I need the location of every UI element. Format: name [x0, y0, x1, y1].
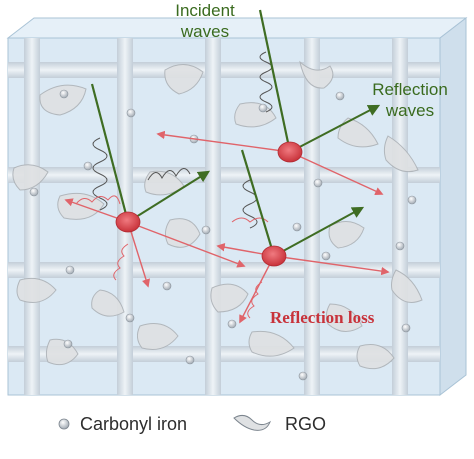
loss-arrow: [127, 221, 246, 268]
incident-waves-label-line1: Incident: [175, 1, 235, 20]
reflection-waves-label-line2: waves: [385, 101, 435, 120]
carbonyl-iron-particle: [227, 319, 237, 329]
carbonyl-iron-particle: [126, 108, 136, 118]
scatter-center: [261, 245, 287, 267]
loss-arrow: [289, 151, 384, 196]
reflection-waves-label-line1: Reflection: [372, 80, 448, 99]
carbonyl-iron-particle: [59, 89, 69, 99]
wave-oscillations: [75, 51, 273, 319]
rgo-sheet: [299, 60, 334, 89]
scatter-center: [277, 141, 303, 163]
loss-arrow: [273, 255, 390, 276]
incident-wave-line: [240, 149, 276, 257]
legend-rgo-label: RGO: [285, 414, 327, 434]
carbonyl-iron-particle: [258, 103, 268, 113]
slab-side-face: [439, 16, 467, 397]
carbonyl-iron-particle: [29, 187, 39, 197]
grid-bar-vertical: [205, 38, 221, 395]
carbonyl-iron-particle: [162, 281, 172, 291]
incident-wave-oscillation: [259, 51, 273, 113]
rgo-sheet: [248, 330, 295, 357]
carbonyl-iron-particle: [125, 313, 135, 323]
reflection-arrow: [127, 170, 211, 223]
rgo-sheet: [383, 135, 419, 173]
incident-waves-label-line2: waves: [180, 22, 230, 41]
incident-wave-line: [90, 83, 130, 223]
carbonyl-iron-particle: [313, 178, 323, 188]
incident-wave-oscillation: [92, 137, 108, 211]
carbonyl-iron-particle: [395, 241, 405, 251]
legend-carbonyl-iron-label: Carbonyl iron: [80, 414, 188, 434]
rgo-sheet: [164, 64, 204, 95]
loss-arrow: [127, 221, 151, 288]
rgo-sheet: [337, 117, 379, 148]
scatter-centers: [115, 141, 303, 267]
carbonyl-iron-particle: [63, 339, 73, 349]
rgo-sheet: [325, 303, 363, 332]
carbonyl-iron-particle: [201, 225, 211, 235]
rgo-sheets: [12, 60, 423, 370]
rgo-sheet: [16, 277, 57, 303]
scattered-wave-oscillation: [75, 195, 121, 205]
carbonyl-iron-particle: [321, 251, 331, 261]
incident-wave-oscillation: [242, 179, 258, 229]
reflection-waves-label: Reflection waves: [360, 81, 460, 119]
loss-arrow: [239, 255, 275, 324]
rgo-sheet: [91, 289, 125, 317]
rgo-sheet: [391, 269, 423, 303]
rgo-sheet: [39, 84, 87, 116]
carbonyl-iron-particle: [292, 222, 302, 232]
rgo-sheet: [136, 323, 179, 350]
carbonyl-iron-particle: [83, 161, 93, 171]
rgo-sheet: [356, 344, 395, 370]
reflection-loss-label: Reflection loss: [270, 308, 375, 327]
incident-wave-lines: [90, 9, 292, 257]
rgo-sheet: [210, 283, 249, 313]
grid-bar-vertical: [392, 38, 408, 395]
incident-waves-label: Incident waves: [163, 2, 247, 40]
grid-bar-horizontal: [8, 167, 440, 183]
rgo-legend-icon: [233, 414, 272, 431]
carbonyl-iron-particle: [401, 323, 411, 333]
carbonyl-iron-particles: [29, 89, 417, 381]
carbonyl-iron-particle: [407, 195, 417, 205]
grid-bar-horizontal: [8, 262, 440, 278]
scattered-wave-oscillation: [113, 243, 129, 281]
loss-arrow: [156, 130, 291, 153]
grid-bar-horizontal: [8, 346, 440, 362]
incident-wave-line: [258, 9, 292, 153]
grid-bar-vertical: [24, 38, 40, 395]
grid-bar-horizontal: [8, 62, 440, 78]
scatter-center: [115, 211, 141, 233]
grid-bar-vertical: [304, 38, 320, 395]
rgo-sheet: [12, 164, 49, 191]
reflection-arrow: [289, 104, 381, 153]
rgo-sheet: [328, 221, 365, 249]
carbonyl-iron-particle: [298, 371, 308, 381]
reflected-wave-oscillation: [147, 168, 191, 181]
rgo-sheet: [144, 170, 185, 196]
reflection-arrows: [127, 104, 381, 257]
carbonyl-iron-particle: [185, 355, 195, 365]
carbonyl-iron-particle: [65, 265, 75, 275]
legend-icons: [58, 414, 272, 431]
reflection-arrow: [273, 206, 365, 257]
carbonyl-iron-legend-icon: [58, 418, 70, 430]
carbonyl-iron-particle: [335, 91, 345, 101]
